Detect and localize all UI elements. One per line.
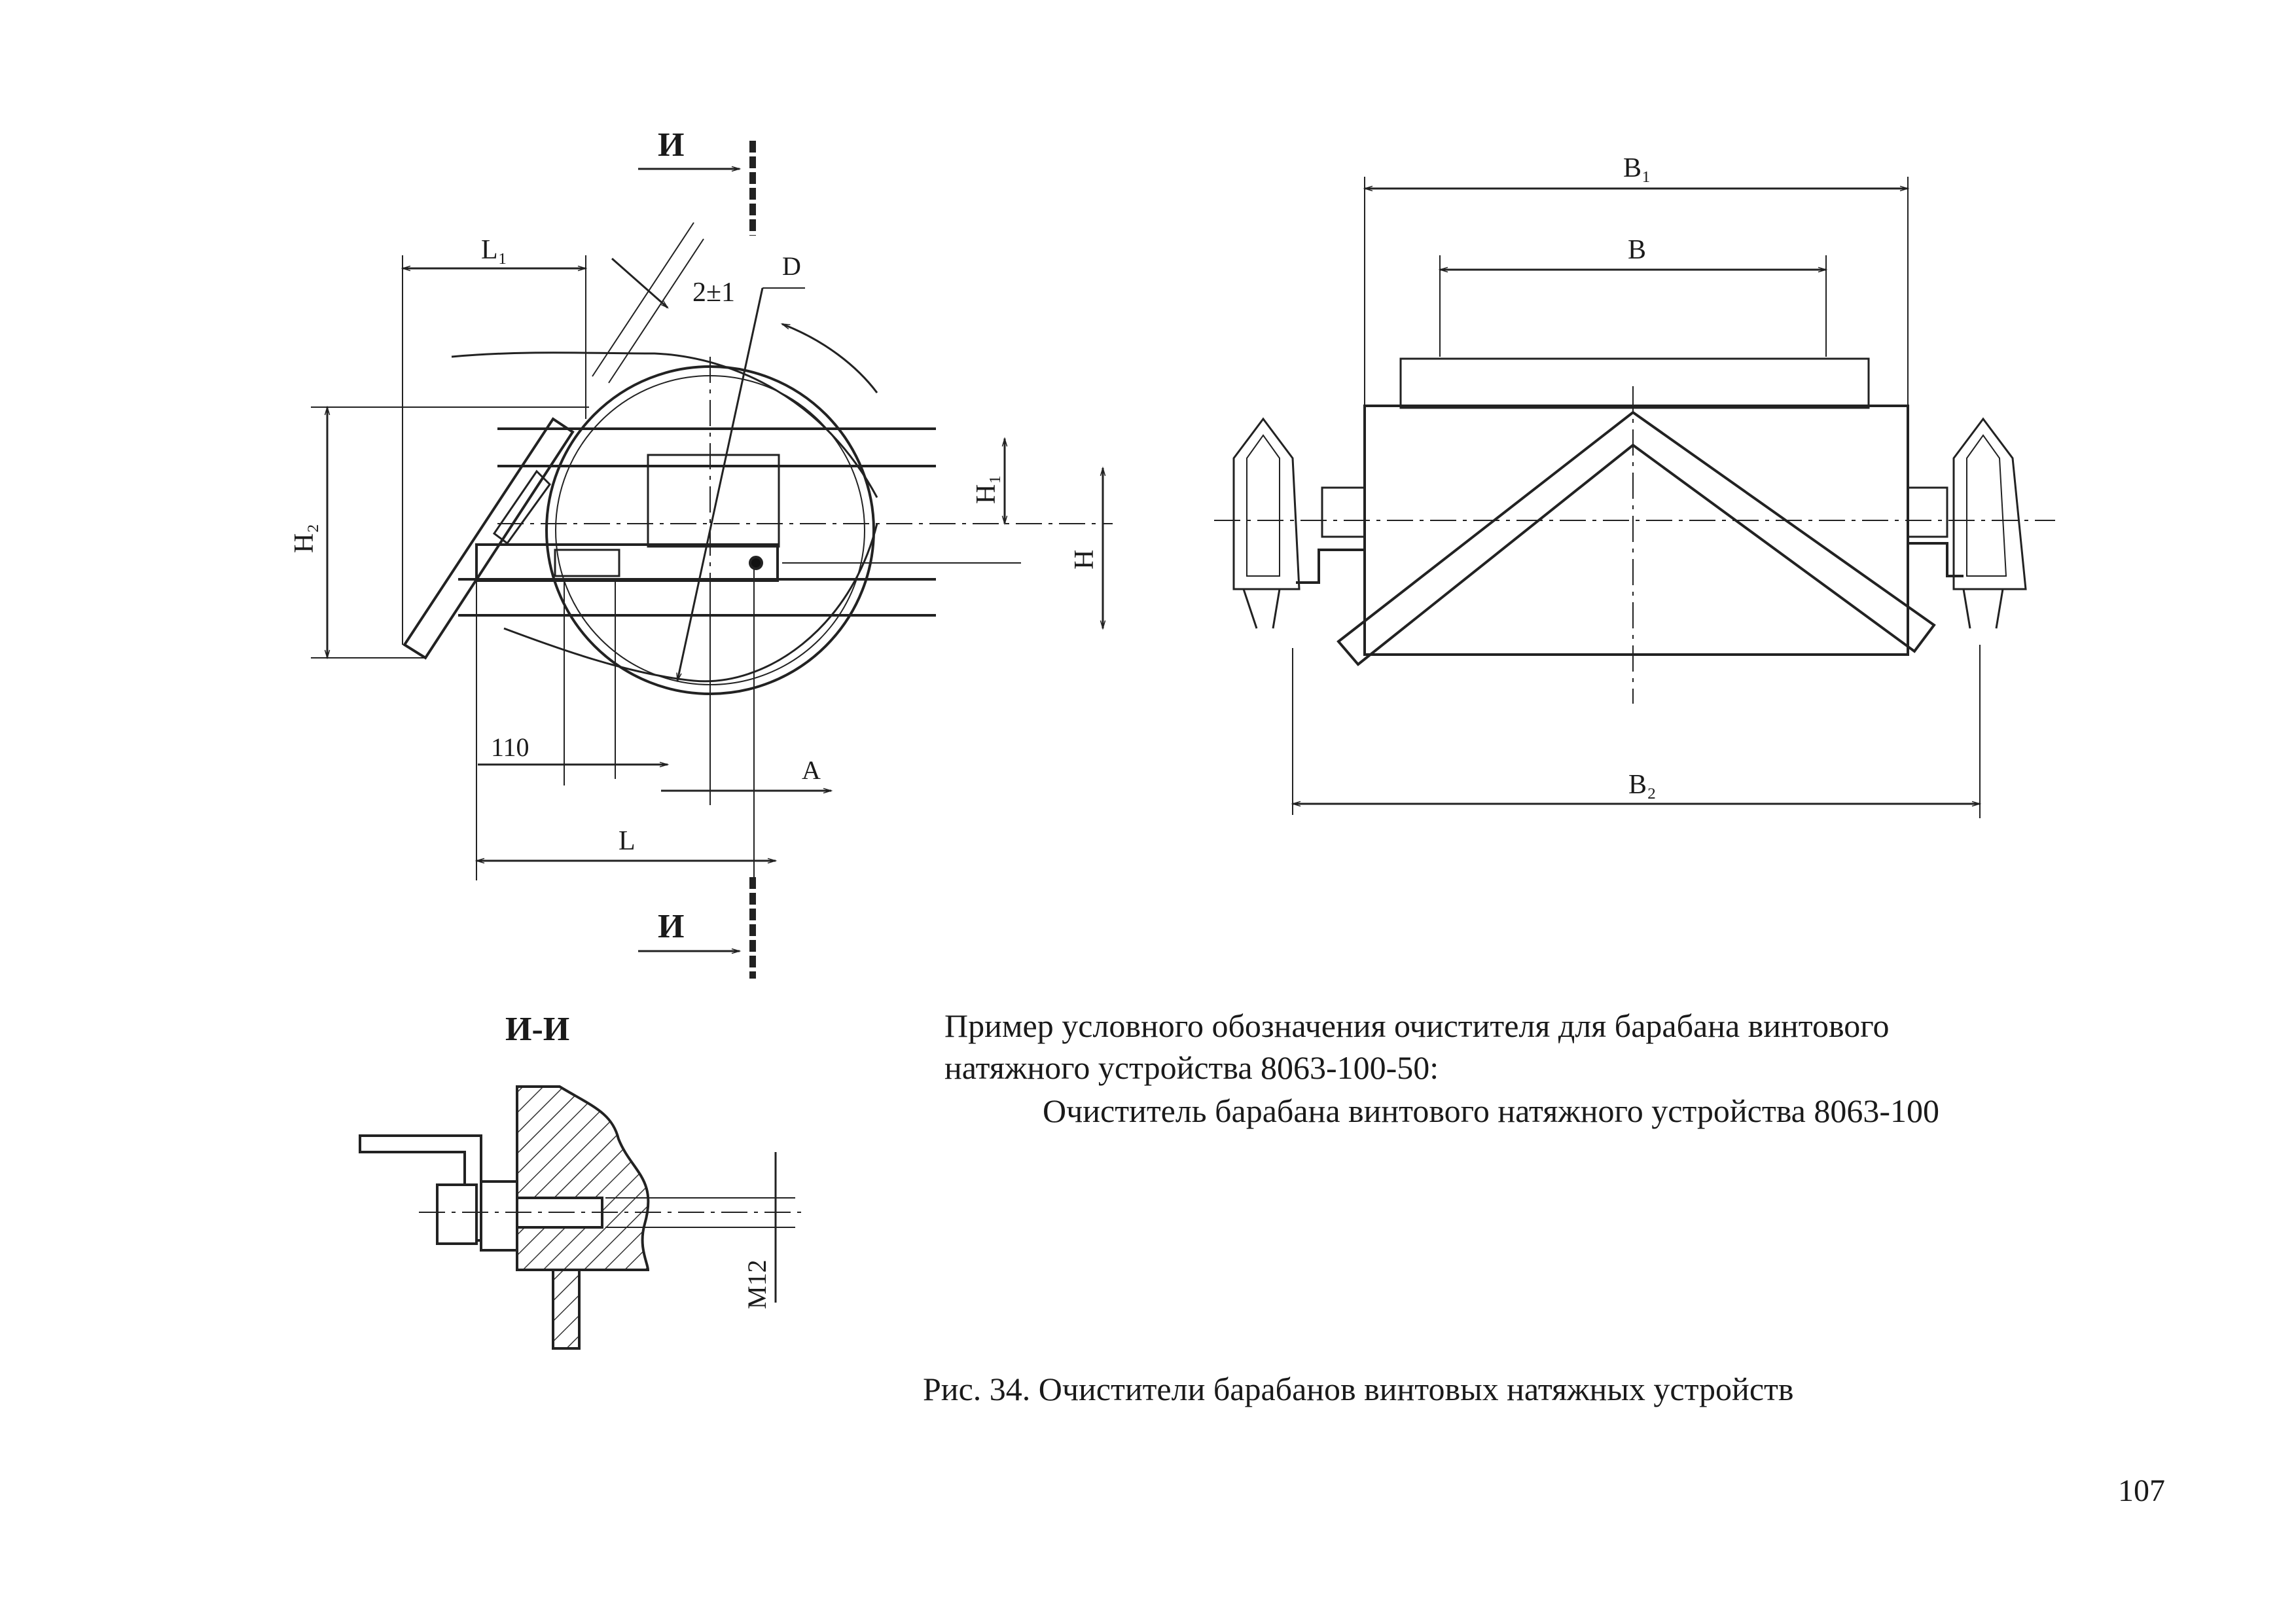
section-view — [359, 1085, 802, 1350]
figure-caption: Рис. 34. Очистители барабанов винтовых н… — [923, 1371, 1794, 1407]
dim-line-D — [676, 287, 764, 683]
cleaner-arm — [475, 543, 779, 582]
section-marker-top-label: И — [658, 126, 684, 164]
dim-D-label: D — [782, 251, 801, 281]
left-shaft-bracket — [1321, 486, 1366, 538]
belt-upper — [451, 352, 878, 498]
dim-gap-label: 2±1 — [692, 278, 735, 308]
arm-pivot-point — [749, 556, 763, 570]
drum-hub — [1399, 357, 1870, 409]
dim-L1-label: L₁ — [481, 235, 507, 265]
left-support — [1232, 417, 1300, 590]
v-plough-outer — [1336, 410, 1936, 666]
page-number: 107 — [2118, 1473, 2165, 1508]
section-bolt-head — [436, 1183, 478, 1245]
example-line-3: Очиститель барабана винтового натяжного … — [1043, 1092, 1940, 1129]
section-marker-bottom-label: И — [658, 908, 684, 945]
dim-B1-label: B₁ — [1623, 153, 1651, 183]
dim-M12-label: M12 — [742, 1259, 772, 1309]
front-view — [1214, 177, 2055, 818]
section-washer — [480, 1180, 518, 1252]
section-hatched-body — [516, 1085, 650, 1271]
right-support — [1952, 417, 2027, 590]
dim-B-label: B — [1628, 235, 1646, 265]
dim-line-gap — [611, 257, 669, 309]
dim-H2-label: H₂ — [289, 524, 319, 553]
dim-110-label: 110 — [491, 732, 529, 762]
side-view — [311, 141, 1113, 979]
dim-H-label: H — [1069, 550, 1100, 569]
right-shaft-bracket — [1907, 486, 1948, 538]
example-line-1: Пример условного обозначения очистителя … — [944, 1007, 1890, 1044]
section-angle-lower — [552, 1269, 581, 1350]
example-line-2: натяжного устройства 8063-100-50: — [944, 1049, 1439, 1086]
dim-L-label: L — [619, 826, 636, 856]
dim-A-label: A — [802, 755, 821, 785]
section-view-title: И-И — [505, 1011, 570, 1048]
rotation-arrow — [780, 323, 878, 393]
dim-H1-label: H₁ — [971, 475, 1001, 504]
drum-body — [1363, 405, 1909, 656]
bearing-block — [647, 454, 780, 548]
arm-slot — [554, 549, 620, 577]
dim-B2-label: B₂ — [1628, 770, 1657, 800]
